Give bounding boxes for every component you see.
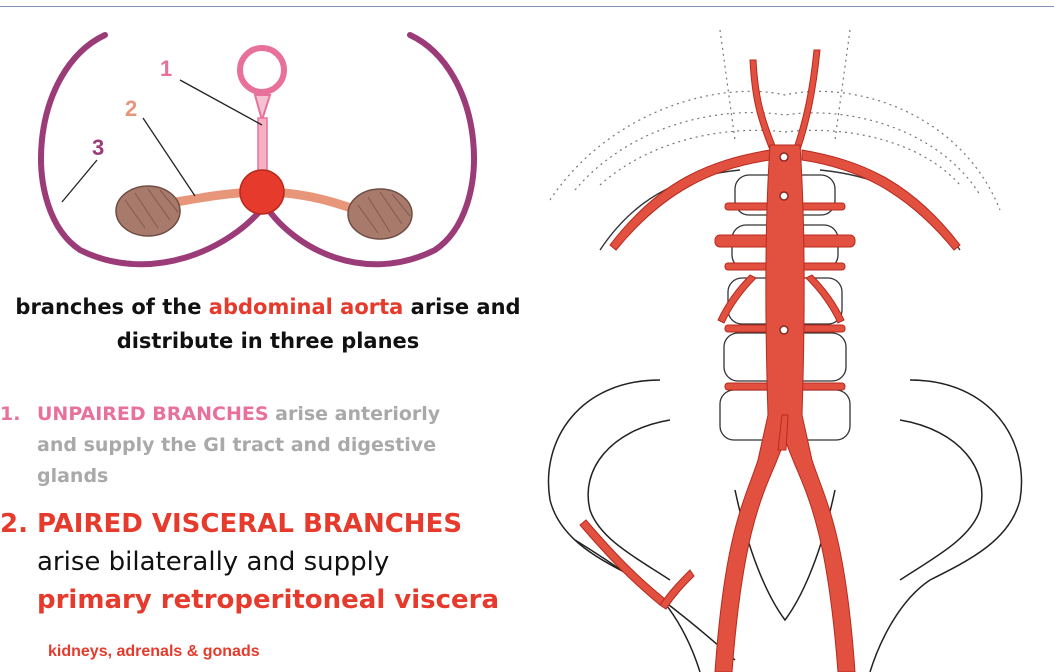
kidney-left (115, 185, 181, 237)
heading: branches of the abdominal aorta arise an… (0, 290, 536, 358)
heading-line-1: branches of the abdominal aorta arise an… (15, 295, 521, 319)
cross-section-schematic: 1 2 3 (38, 32, 477, 268)
item-1-number: 1. (0, 403, 21, 425)
mesentery (253, 94, 272, 124)
body-wall-right (262, 32, 477, 268)
leader-3 (61, 159, 98, 203)
sacrum (734, 489, 836, 622)
item-2-note: kidneys, adrenals & gonads (48, 643, 260, 660)
label-1: 1 (160, 56, 172, 81)
esophagus-outline (719, 29, 851, 141)
aorta-cross-section (239, 169, 285, 215)
median-sacral-artery (777, 414, 789, 451)
item-2-line-3: primary retroperitoneal viscera (37, 585, 500, 615)
top-rule (0, 6, 1054, 7)
pelvis-right-inner (899, 419, 983, 581)
heading-line-2: distribute in three planes (116, 329, 420, 353)
label-3: 3 (92, 135, 104, 160)
pelvis-left (547, 379, 701, 672)
item-2-line-2: arise bilaterally and supply (37, 547, 390, 577)
gonadal-artery-right (805, 274, 845, 324)
label-2: 2 (125, 96, 137, 121)
inferior-epigastric-artery (659, 569, 695, 610)
pelvis-left-inner (587, 419, 671, 581)
diaphragm-outline-1 (549, 90, 1001, 211)
leader-1 (179, 79, 263, 126)
external-iliac-branch (579, 519, 666, 606)
item-2-title: PAIRED VISCERAL BRANCHES (37, 509, 463, 539)
gut-loop (237, 45, 287, 95)
phrenic-left (609, 149, 771, 251)
item-2-number: 2. (0, 509, 28, 539)
gonadal-artery-left (717, 274, 757, 324)
pelvis-right (869, 379, 1023, 672)
phrenic-right (801, 149, 961, 251)
esophageal-branch-left (749, 59, 777, 151)
abdominal-aorta (714, 144, 856, 672)
esophageal-branch-right (793, 49, 821, 151)
celiac-origin (779, 152, 789, 162)
aorta-illustration (547, 29, 1023, 672)
item-1-line-2: and supply the GI tract and digestive (37, 434, 437, 456)
ima-origin (779, 325, 789, 335)
kidney-right (347, 188, 413, 240)
item-1-title: UNPAIRED BRANCHES (37, 403, 269, 425)
leader-2 (142, 117, 196, 197)
body-wall-left (38, 32, 268, 268)
item-1-line-3: glands (37, 465, 109, 487)
heading-accent: abdominal aorta (208, 295, 404, 319)
sma-origin (779, 191, 789, 201)
